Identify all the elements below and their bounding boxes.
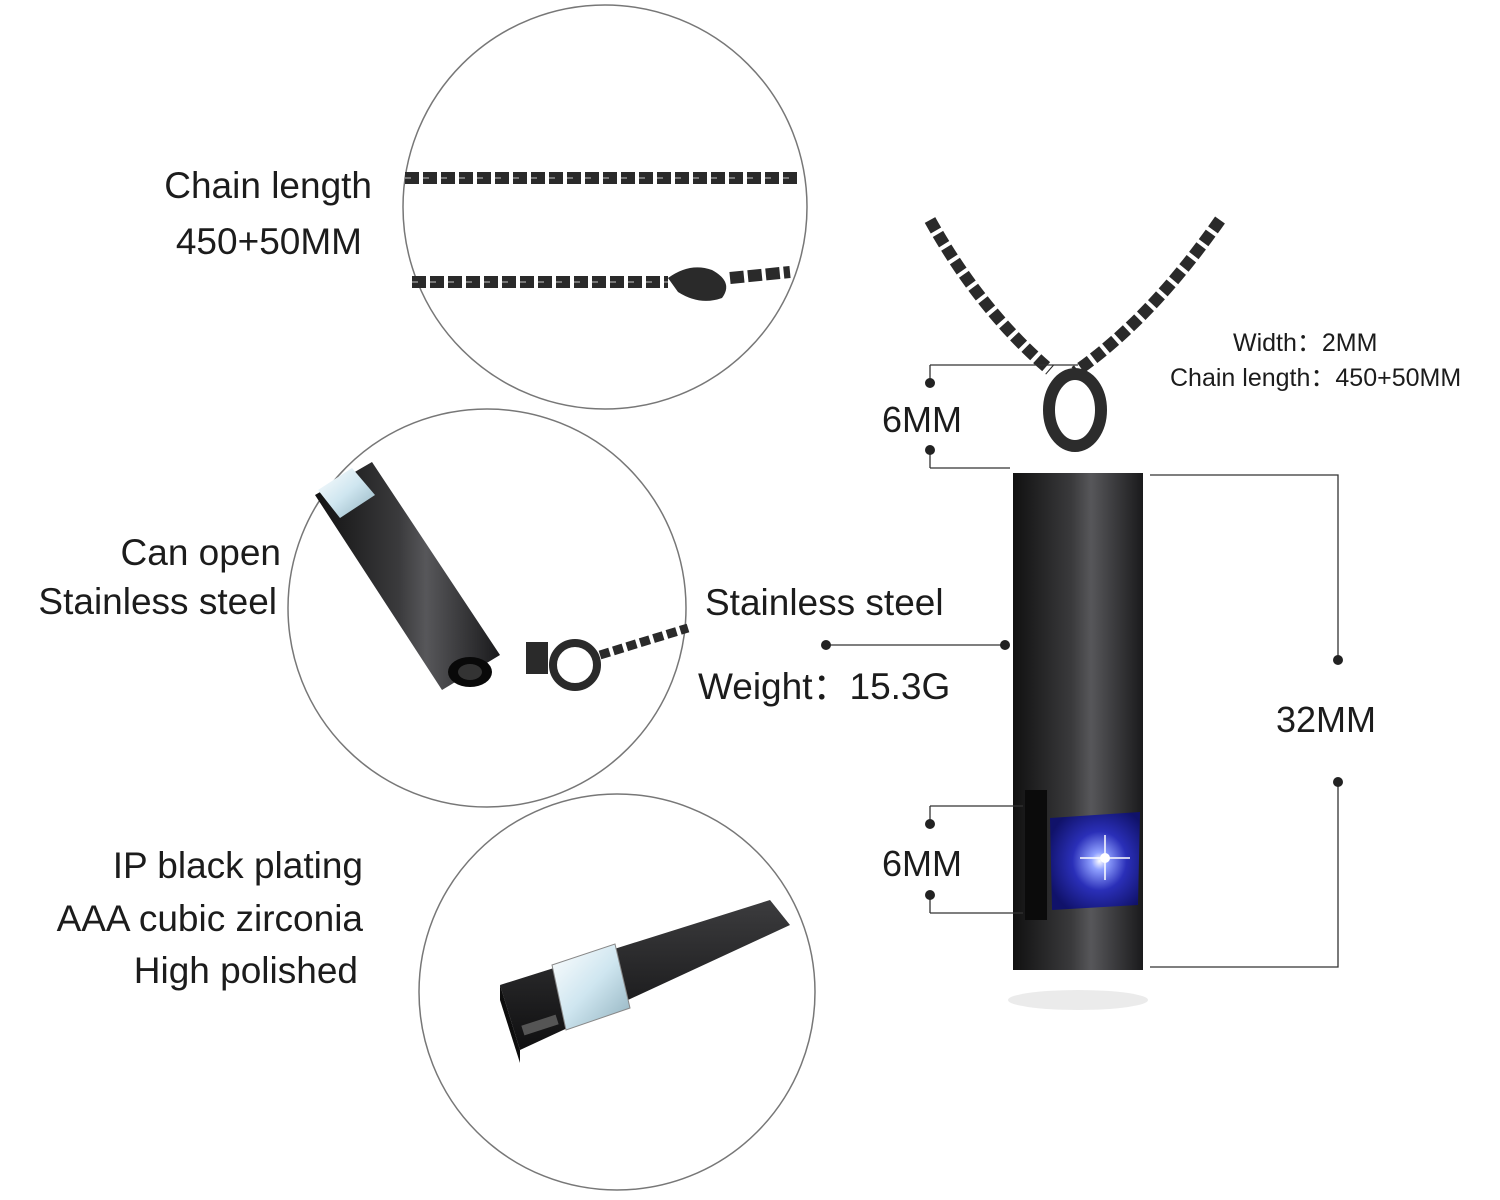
- bail-dimension: 6MM: [882, 399, 962, 440]
- dimension-dots: [821, 378, 1343, 900]
- chain-length-value: 450+50MM: [175, 221, 362, 262]
- can-open-label: Can open: [120, 532, 281, 573]
- material-spec: Stainless steel: [705, 582, 944, 623]
- width-spec: Width：2MM: [1233, 329, 1378, 357]
- stone-dimension: 6MM: [882, 843, 962, 884]
- pendant-main: [924, 216, 1225, 1010]
- zirconia-label: AAA cubic zirconia: [56, 898, 363, 939]
- stainless-steel-label: Stainless steel: [38, 581, 277, 622]
- polished-label: High polished: [133, 950, 358, 991]
- chain-length-spec: Chain length：450+50MM: [1170, 364, 1462, 392]
- weight-spec: Weight：15.3G: [698, 666, 951, 707]
- open-detail-circle: [287, 408, 690, 808]
- chain-length-label: Chain length: [164, 165, 372, 206]
- plating-label: IP black plating: [112, 845, 363, 886]
- body-length-dimension: 32MM: [1276, 699, 1377, 740]
- finish-detail-circle: [418, 793, 816, 1191]
- chain-detail-circle: [402, 4, 808, 410]
- dimension-lines: [826, 364, 1339, 968]
